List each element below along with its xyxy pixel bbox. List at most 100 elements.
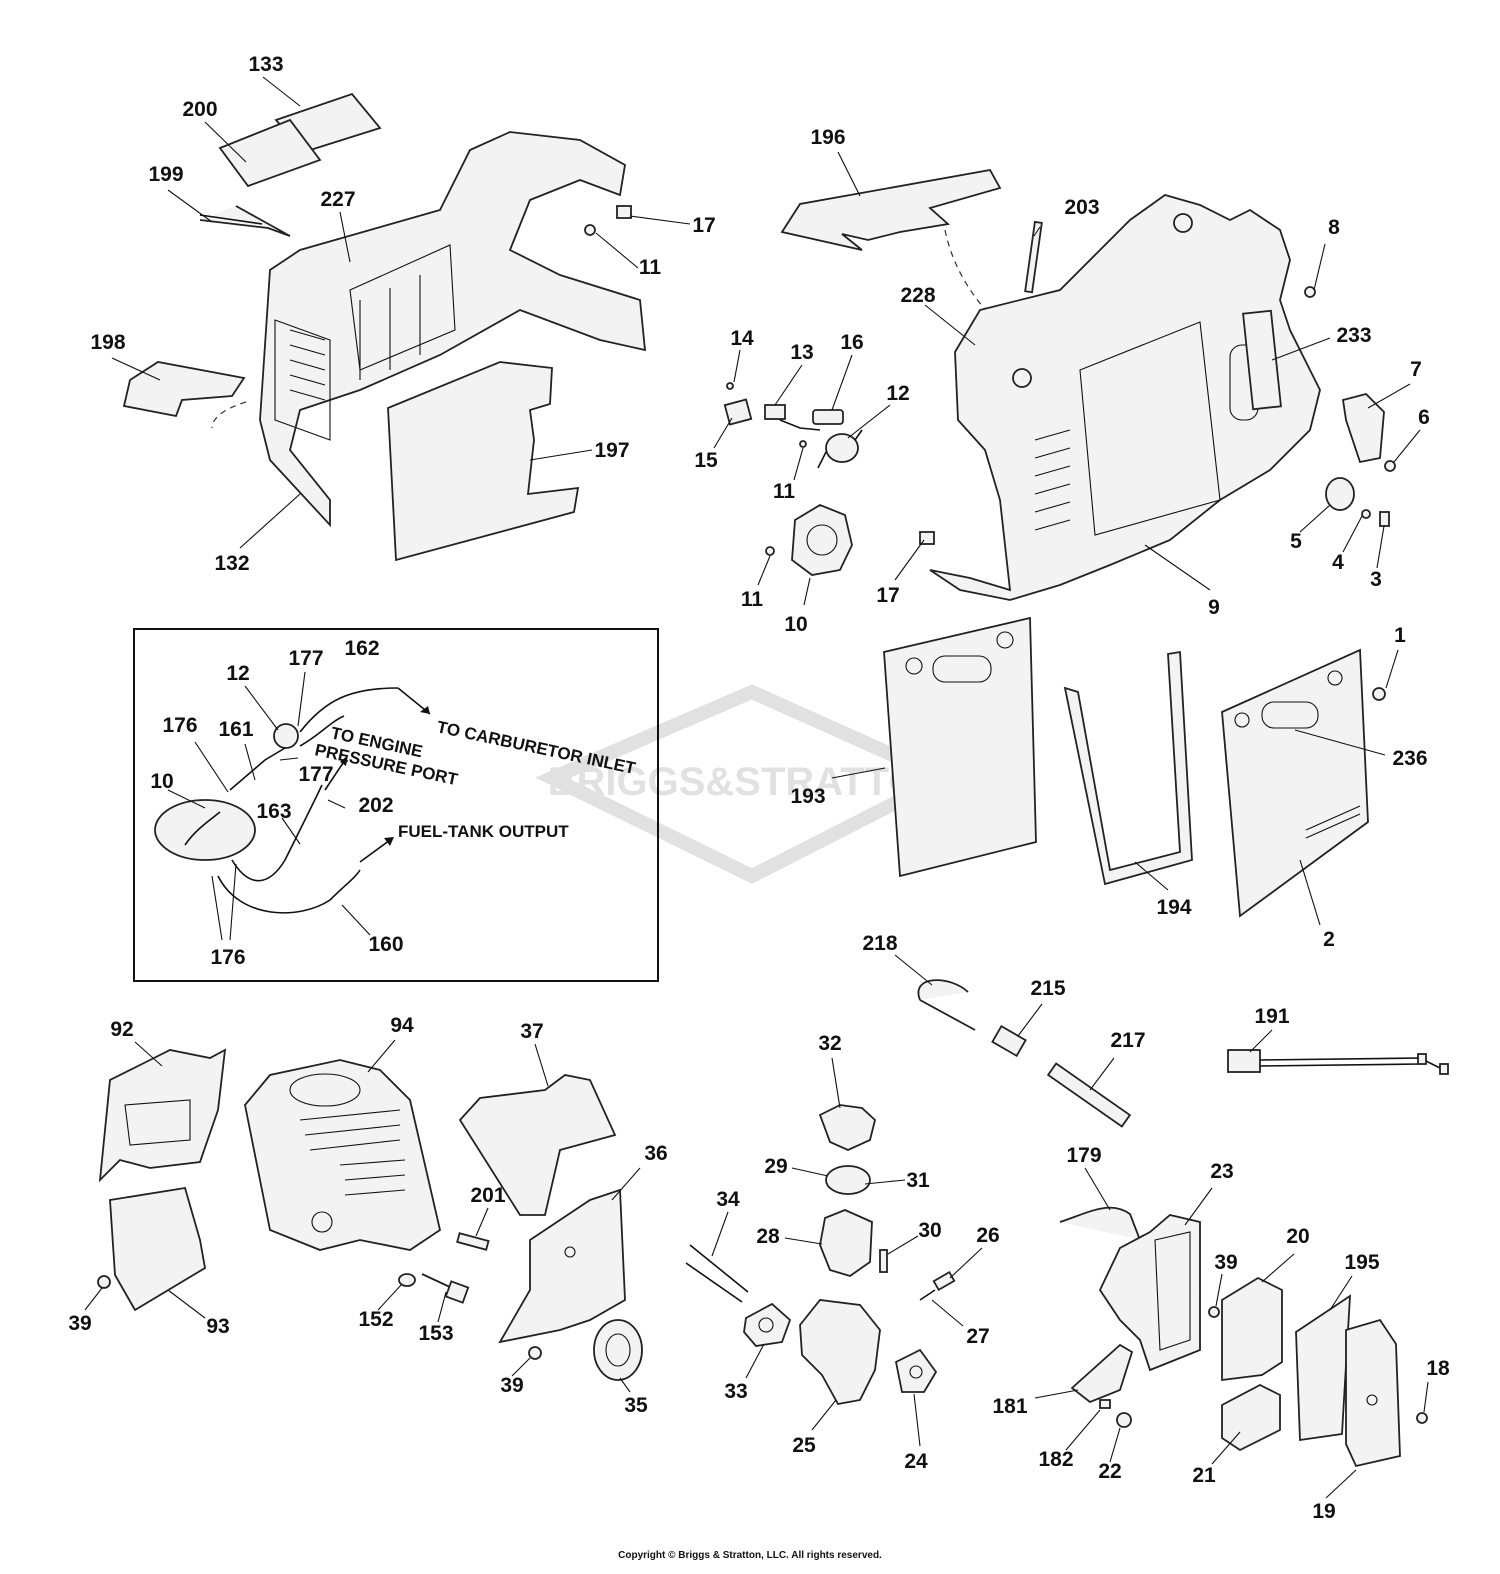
- label-161: 161: [218, 718, 253, 741]
- label-14: 14: [730, 327, 754, 350]
- label-8: 8: [1328, 216, 1340, 239]
- block-94-shape: [244, 1059, 442, 1251]
- label-10: 10: [784, 613, 807, 636]
- label-160: 160: [368, 933, 403, 956]
- inset-pump-10-shape: [154, 799, 256, 861]
- gasket-24-shape: [894, 1348, 938, 1393]
- label-228: 228: [900, 284, 935, 307]
- label-133: 133: [248, 53, 283, 76]
- screw-30-shape: [879, 1249, 888, 1273]
- part-labels: 133 200 199 227 17 11 198 197 132 196 20…: [68, 53, 1450, 1523]
- label-34: 34: [716, 1188, 740, 1211]
- label-199: 199: [148, 163, 183, 186]
- label-194: 194: [1156, 896, 1191, 919]
- label-27: 27: [966, 1325, 989, 1348]
- label-198: 198: [90, 331, 125, 354]
- cover-32-shape: [818, 1104, 877, 1151]
- copyright-notice: Copyright © Briggs & Stratton, LLC. All …: [618, 1550, 882, 1561]
- engine-group: [97, 1048, 643, 1381]
- label-4: 4: [1332, 551, 1344, 574]
- air-filter-group: [1059, 1206, 1428, 1468]
- hose-group: [917, 979, 1449, 1128]
- plate-15-shape: [723, 398, 753, 426]
- housing-132-shape: [259, 131, 647, 528]
- label-39: 39: [500, 1374, 523, 1397]
- front-housing-group: [723, 169, 1396, 601]
- label-233: 233: [1336, 324, 1371, 347]
- panel-group: [883, 616, 1386, 918]
- hose-218-shape: [917, 979, 969, 1001]
- label-24: 24: [904, 1450, 928, 1473]
- label-203: 203: [1064, 196, 1099, 219]
- label-17: 17: [692, 214, 715, 237]
- label-25: 25: [792, 1434, 816, 1457]
- label-191: 191: [1254, 1005, 1289, 1028]
- label-11: 11: [639, 256, 662, 279]
- label-182: 182: [1038, 1448, 1073, 1471]
- label-11: 11: [741, 588, 764, 611]
- knob-5-shape: [1325, 477, 1355, 511]
- label-218: 218: [862, 932, 897, 955]
- label-18: 18: [1426, 1357, 1450, 1380]
- label-22: 22: [1098, 1460, 1121, 1483]
- valve-12-shape: [825, 433, 859, 463]
- carburetor-25-shape: [799, 1299, 881, 1406]
- label-202: 202: [358, 794, 393, 817]
- label-176: 176: [162, 714, 197, 737]
- element-21-shape: [1221, 1383, 1281, 1452]
- clip-26-shape: [932, 1270, 956, 1292]
- gasket-195-shape: [1295, 1294, 1352, 1442]
- label-29: 29: [764, 1155, 787, 1178]
- gasket-33-shape: [743, 1302, 792, 1347]
- fuel-line-inset: TO CARBURETOR INLET TO ENGINE PRESSURE P…: [133, 628, 659, 982]
- label-163: 163: [256, 800, 291, 823]
- filter-29-shape: [825, 1165, 871, 1195]
- housing-23-shape: [1098, 1214, 1201, 1372]
- connector-16-shape: [812, 409, 844, 425]
- label-36: 36: [644, 1142, 667, 1165]
- shroud-36-shape: [498, 1188, 626, 1344]
- valve-215-shape: [991, 1024, 1027, 1058]
- grommet-17-shape: [616, 205, 632, 219]
- label-215: 215: [1030, 977, 1065, 1000]
- nut-22-shape: [1116, 1412, 1132, 1428]
- clip-13-shape: [764, 404, 786, 420]
- label-162: 162: [344, 637, 379, 660]
- label-12: 12: [226, 662, 249, 685]
- label-13: 13: [790, 341, 813, 364]
- shroud-37-shape: [458, 1074, 617, 1216]
- label-94: 94: [390, 1014, 414, 1037]
- panel-193-shape: [883, 616, 1037, 878]
- inset-valve-12-shape: [273, 723, 299, 749]
- label-10: 10: [150, 770, 173, 793]
- washer-152-shape: [398, 1273, 416, 1287]
- label-1: 1: [1394, 624, 1406, 647]
- label-200: 200: [182, 98, 217, 121]
- inset-border: [133, 628, 659, 982]
- stud-34a-shape: [689, 1244, 749, 1293]
- rear-housing-group: [122, 92, 647, 562]
- label-39: 39: [1214, 1251, 1237, 1274]
- label-7: 7: [1410, 358, 1422, 381]
- label-5: 5: [1290, 530, 1302, 553]
- stud-34b-shape: [685, 1262, 743, 1303]
- label-21: 21: [1192, 1464, 1216, 1487]
- cover-19-shape: [1345, 1318, 1401, 1468]
- label-32: 32: [818, 1032, 841, 1055]
- label-3: 3: [1370, 568, 1382, 591]
- label-23: 23: [1210, 1160, 1233, 1183]
- seal-35-shape: [593, 1319, 643, 1381]
- label-35: 35: [624, 1394, 648, 1417]
- pin-182-shape: [1099, 1399, 1111, 1409]
- label-39: 39: [68, 1312, 91, 1335]
- label-9: 9: [1208, 596, 1220, 619]
- label-153: 153: [418, 1322, 453, 1345]
- label-11: 11: [773, 480, 796, 503]
- pad-200-shape: [218, 118, 322, 188]
- gasket-194-shape: [1063, 650, 1193, 886]
- filter-20-shape: [1221, 1276, 1283, 1382]
- label-177: 177: [288, 647, 323, 670]
- label-196: 196: [810, 126, 845, 149]
- label-15: 15: [694, 449, 718, 472]
